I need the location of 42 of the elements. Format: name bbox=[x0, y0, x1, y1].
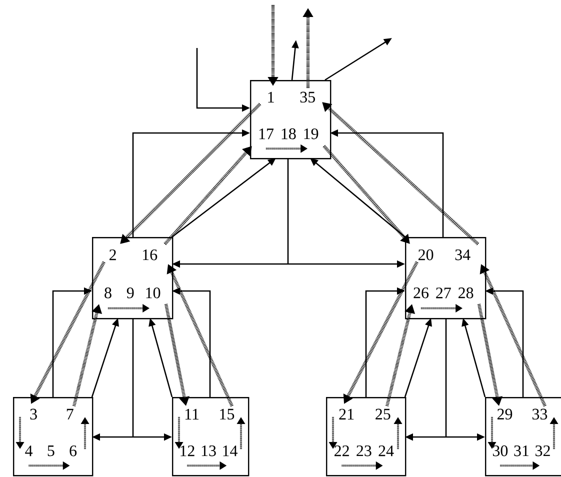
node-number: 13 bbox=[202, 445, 216, 456]
node-number: 34 bbox=[455, 249, 470, 260]
node-number: 26 bbox=[414, 288, 429, 298]
node-number: 21 bbox=[339, 408, 354, 420]
node-number: 3 bbox=[30, 408, 37, 420]
node-number: 24 bbox=[378, 446, 394, 456]
number-box bbox=[485, 397, 561, 476]
node-number: 16 bbox=[143, 249, 158, 260]
node-number: 11 bbox=[185, 408, 198, 420]
number-box bbox=[326, 397, 406, 476]
node-number: 32 bbox=[536, 445, 550, 456]
node-number: 12 bbox=[180, 446, 194, 456]
node-number: 9 bbox=[126, 288, 134, 298]
number-box bbox=[172, 397, 250, 476]
node-number: 6 bbox=[70, 445, 77, 456]
node-number: 35 bbox=[300, 92, 315, 103]
node-number: 23 bbox=[356, 445, 372, 456]
node-number: 31 bbox=[514, 445, 529, 456]
node-number: 30 bbox=[492, 445, 508, 456]
number-box bbox=[250, 80, 332, 160]
node-number: 28 bbox=[458, 288, 474, 298]
node-number: 33 bbox=[532, 408, 548, 420]
node-number: 4 bbox=[25, 446, 33, 456]
node-number: 8 bbox=[104, 288, 112, 298]
node-number: 2 bbox=[110, 250, 116, 260]
node-number: 15 bbox=[220, 408, 234, 420]
node-number: 17 bbox=[259, 128, 274, 140]
node-number: 19 bbox=[304, 128, 318, 140]
node-number: 27 bbox=[436, 288, 451, 298]
node-number: 22 bbox=[334, 446, 349, 456]
number-box bbox=[13, 397, 94, 476]
node-number: 18 bbox=[282, 128, 296, 140]
node-number: 5 bbox=[48, 446, 54, 456]
node-number: 7 bbox=[66, 408, 74, 420]
node-number: 25 bbox=[376, 408, 390, 420]
node-number: 14 bbox=[223, 446, 238, 456]
number-box bbox=[405, 237, 486, 320]
node-number: 1 bbox=[268, 92, 274, 102]
node-number: 20 bbox=[418, 249, 434, 260]
node-number: 10 bbox=[146, 288, 160, 298]
number-box bbox=[92, 237, 174, 320]
node-number: 29 bbox=[497, 408, 512, 420]
